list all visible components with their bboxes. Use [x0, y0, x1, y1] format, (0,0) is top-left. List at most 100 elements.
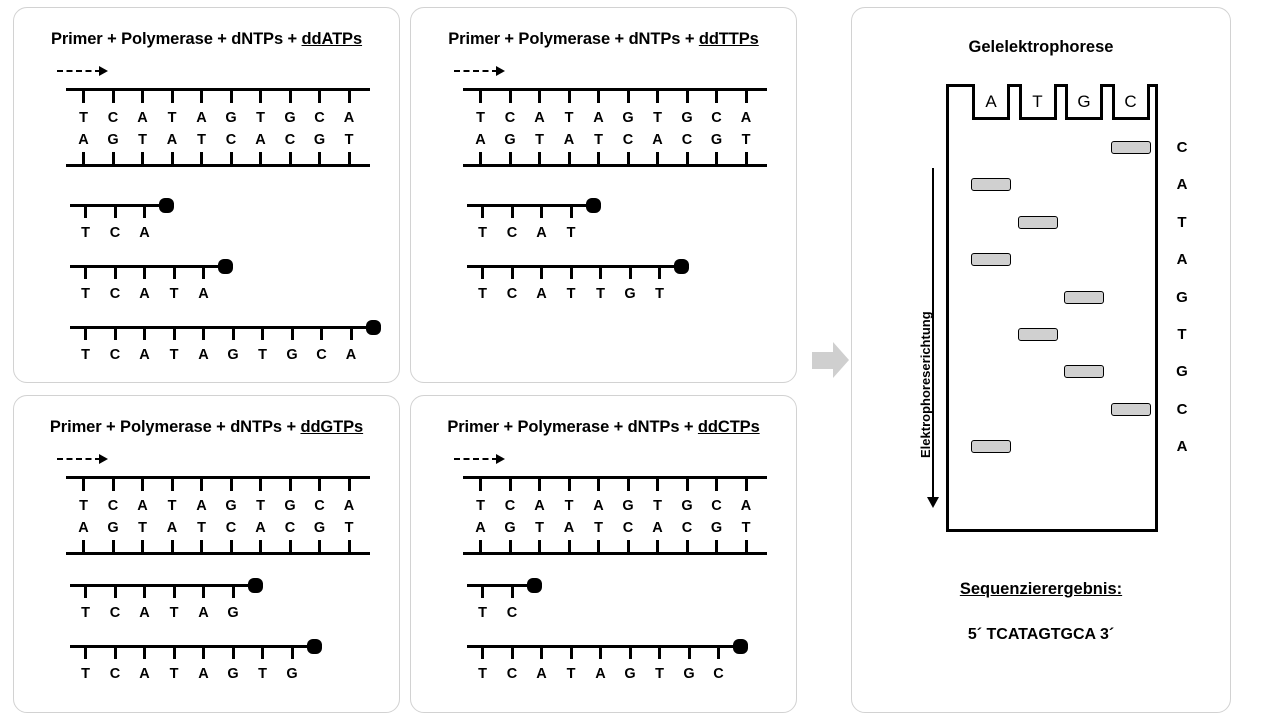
template-tick	[538, 91, 541, 103]
fragment-tick	[687, 648, 691, 659]
panel-title-ddntp: ddATPs	[301, 30, 363, 48]
template-base: T	[167, 498, 177, 514]
gel-top-rim	[1100, 84, 1115, 87]
template-tick	[259, 91, 262, 103]
fragment-tick	[481, 648, 484, 659]
fragment-tick	[599, 268, 602, 279]
gel-well-bottom	[972, 117, 1010, 120]
template-bottom-rail	[66, 164, 370, 167]
gel-top-rim	[1053, 84, 1068, 87]
template-tick	[111, 540, 115, 552]
template-base: G	[225, 498, 237, 514]
template-top-ticks	[463, 91, 767, 103]
fragment-tick	[172, 587, 176, 598]
template-base: A	[78, 520, 89, 536]
fragment-tick	[202, 648, 205, 659]
fragment-base: G	[227, 347, 239, 363]
gel-lane-label-G: G	[1077, 92, 1091, 111]
template-base: A	[534, 498, 545, 514]
template-base: T	[256, 110, 265, 126]
fragment-base: C	[506, 666, 518, 682]
template-base: A	[563, 520, 575, 536]
fragment-base: A	[198, 605, 209, 621]
template-tick	[715, 91, 718, 103]
fragment-tick	[510, 268, 514, 279]
template-tick	[538, 479, 541, 491]
template-base: T	[741, 132, 751, 148]
template-tick	[744, 540, 748, 552]
fragment-base: T	[81, 605, 90, 621]
primer-arrow	[454, 66, 510, 76]
template-base: C	[284, 520, 296, 536]
fragment-base: A	[139, 666, 150, 682]
fragment-line	[70, 326, 372, 329]
primer-arrow-head	[496, 66, 505, 76]
template-base: A	[343, 498, 355, 514]
template-tick	[626, 152, 630, 164]
template-base: G	[710, 520, 723, 536]
template-tick	[82, 540, 85, 552]
template-base: T	[256, 498, 265, 514]
fragment-base: A	[536, 666, 547, 682]
fragment-tick	[113, 268, 117, 279]
fragment-base: C	[506, 286, 518, 302]
fragment-tick	[202, 587, 205, 598]
fragment-tick	[113, 329, 117, 340]
template-tick	[82, 479, 85, 491]
template-tick	[508, 540, 512, 552]
fragment-tick	[143, 207, 146, 218]
template-tick	[597, 152, 600, 164]
gel-read-base: T	[1177, 326, 1187, 343]
fragment-base: A	[198, 347, 209, 363]
fragment-tick	[628, 648, 632, 659]
gel-well-wall	[1155, 84, 1158, 120]
template-tick	[479, 479, 482, 491]
template-tick	[318, 152, 321, 164]
template-tick	[170, 91, 174, 103]
template-base: T	[535, 520, 544, 536]
template-tick	[288, 540, 292, 552]
gel-well-bottom	[1018, 117, 1057, 120]
fragment-line	[70, 204, 165, 207]
template-base: C	[711, 110, 722, 126]
fragment-tick	[290, 648, 294, 659]
template-tick	[259, 540, 262, 552]
template-tick	[508, 152, 512, 164]
template-base: G	[710, 132, 723, 148]
fragment-line	[467, 204, 592, 207]
template-tick	[288, 152, 292, 164]
template-tick	[685, 479, 689, 491]
fragment-base: A	[595, 666, 606, 682]
fragment-tick	[172, 329, 176, 340]
template-base: A	[255, 520, 266, 536]
template-base: C	[284, 132, 296, 148]
primer-dash-line	[57, 458, 101, 460]
template-base: A	[652, 520, 663, 536]
fragment-tick	[143, 587, 146, 598]
sequencing-result-title: Sequenzierergebnis:	[959, 580, 1123, 598]
template-tick	[200, 91, 203, 103]
template-tick	[347, 479, 351, 491]
fragment-line	[467, 265, 680, 268]
gel-read-base: C	[1176, 400, 1188, 418]
gel-well-wall	[1111, 84, 1115, 120]
fragment-tick	[717, 648, 720, 659]
fragment-tick	[84, 268, 87, 279]
template-tick	[259, 152, 262, 164]
gel-band	[1017, 328, 1058, 341]
fragment-base: A	[536, 286, 547, 302]
template-top-rail	[66, 476, 370, 479]
gel-read-base: A	[1176, 176, 1188, 194]
dideoxy-terminator	[365, 320, 381, 335]
fragment-base: C	[506, 605, 518, 621]
template-tick	[715, 479, 718, 491]
template-base: C	[225, 520, 237, 536]
template-tick	[141, 479, 144, 491]
